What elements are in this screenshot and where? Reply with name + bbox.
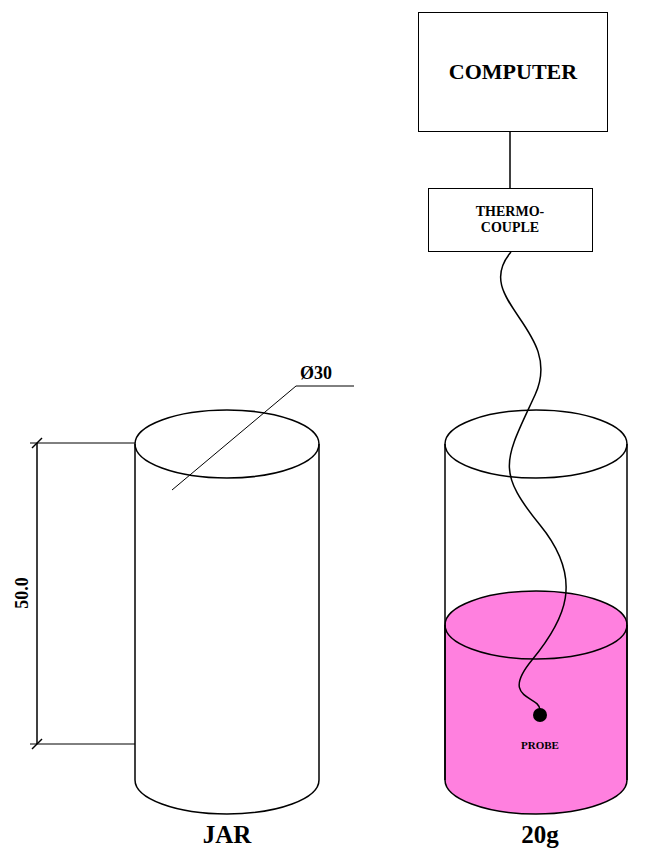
- extension-line: [30, 744, 135, 745]
- probe-wire: [501, 252, 567, 710]
- jar-side: [444, 444, 446, 780]
- box-label: COMPUTER: [449, 59, 577, 84]
- dimension-tick: [32, 438, 42, 448]
- cable: [509, 132, 511, 188]
- device-box: THERMO- COUPLE: [428, 188, 593, 252]
- dimension-text: Ø30: [300, 364, 332, 382]
- jar-side: [134, 444, 136, 780]
- extension-line: [30, 443, 135, 444]
- device-box: COMPUTER: [418, 12, 608, 132]
- part-label: PROBE: [521, 740, 559, 751]
- dimension-text: 50.0: [13, 577, 31, 609]
- jar-base: [135, 780, 319, 814]
- dimension-line: [36, 443, 38, 744]
- dimension-tick: [32, 739, 42, 749]
- jar-side: [318, 444, 320, 780]
- caption-label: 20g: [521, 822, 559, 847]
- box-label: THERMO- COUPLE: [474, 204, 546, 236]
- jar-rim: [445, 410, 627, 478]
- probe-dot: [533, 708, 547, 722]
- caption-label: JAR: [203, 822, 252, 847]
- leader-line: [172, 386, 354, 490]
- jar-side: [626, 444, 628, 780]
